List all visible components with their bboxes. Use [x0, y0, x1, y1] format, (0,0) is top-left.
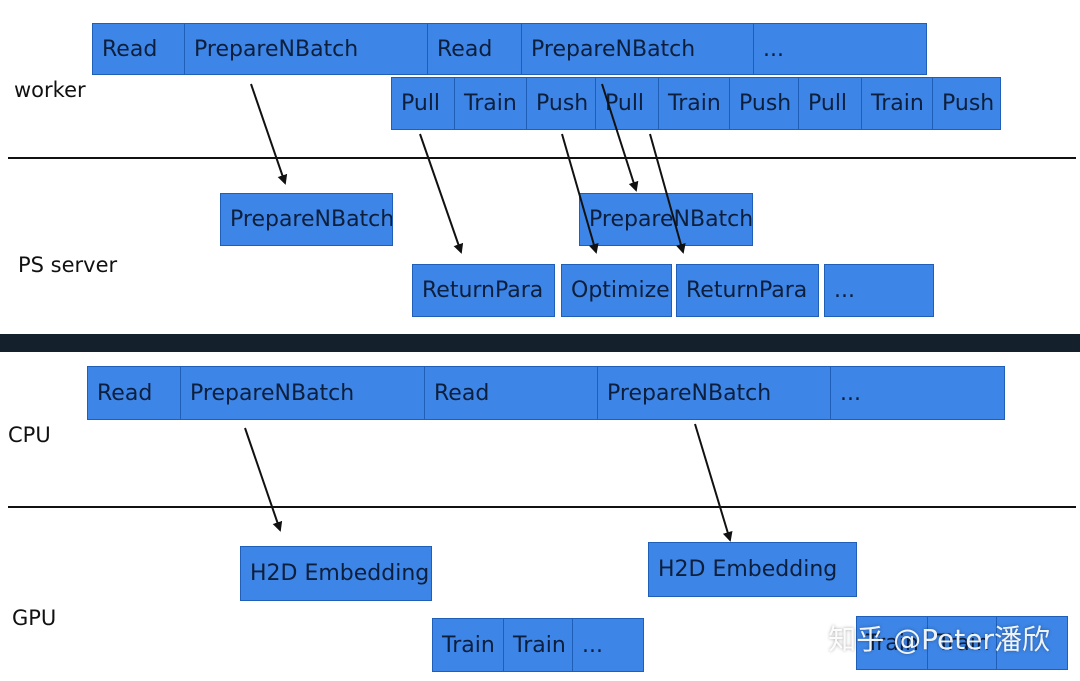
gpu-h2d-embedding-box: H2D Embedding — [648, 542, 857, 597]
worker-ps-divider — [8, 157, 1076, 159]
ps-returnpara-box: ReturnPara — [412, 264, 555, 317]
worker-train-box: Train — [658, 77, 730, 130]
arrow — [561, 133, 599, 254]
arrow — [250, 83, 288, 185]
gpu-train-box: Train — [927, 616, 997, 670]
arrow — [694, 423, 733, 542]
worker-push-box: Push — [729, 77, 799, 130]
cpu-read-box: Read — [424, 366, 598, 420]
worker-pull-box: Pull — [391, 77, 455, 130]
gpu-train-box: Train — [432, 618, 504, 672]
ps-returnpara-box: ReturnPara — [676, 264, 819, 317]
worker-ellipsis-box: ... — [753, 23, 927, 75]
lane-label-worker: worker — [14, 78, 86, 102]
ps-preparenbatch-box: PrepareNBatch — [579, 193, 753, 246]
watermark: 知乎 @Peter潘欣 — [828, 623, 1050, 656]
gpu-h2d-embedding-box: H2D Embedding — [240, 546, 432, 601]
gpu-train-box: Train — [503, 618, 573, 672]
worker-preparenbatch-box: PrepareNBatch — [184, 23, 428, 75]
worker-push-box: Push — [932, 77, 1001, 130]
ps-preparenbatch-box: PrepareNBatch — [220, 193, 393, 246]
cpu-preparenbatch-box: PrepareNBatch — [180, 366, 425, 420]
ps-optimize-box: Optimize — [561, 264, 672, 317]
cpu-read-box: Read — [87, 366, 181, 420]
arrow — [419, 133, 464, 254]
cpu-ellipsis-box: ... — [830, 366, 1005, 420]
gpu-ellipsis-box: ... — [572, 618, 644, 672]
worker-read-box: Read — [427, 23, 522, 75]
section-divider — [0, 334, 1080, 352]
lane-label-gpu: GPU — [12, 606, 57, 630]
worker-read-box: Read — [92, 23, 185, 75]
arrow — [244, 427, 283, 532]
ps-ellipsis-box: ... — [824, 264, 934, 317]
gpu-empty-box — [996, 616, 1068, 670]
arrow — [601, 83, 639, 192]
lane-label-cpu: CPU — [8, 423, 51, 447]
cpu-gpu-divider — [8, 506, 1076, 508]
lane-label-ps-server: PS server — [18, 253, 118, 277]
worker-pull-box: Pull — [798, 77, 862, 130]
arrow — [649, 133, 686, 254]
worker-preparenbatch-box: PrepareNBatch — [521, 23, 754, 75]
worker-push-box: Push — [526, 77, 596, 130]
cpu-preparenbatch-box: PrepareNBatch — [597, 366, 831, 420]
worker-train-box: Train — [454, 77, 527, 130]
